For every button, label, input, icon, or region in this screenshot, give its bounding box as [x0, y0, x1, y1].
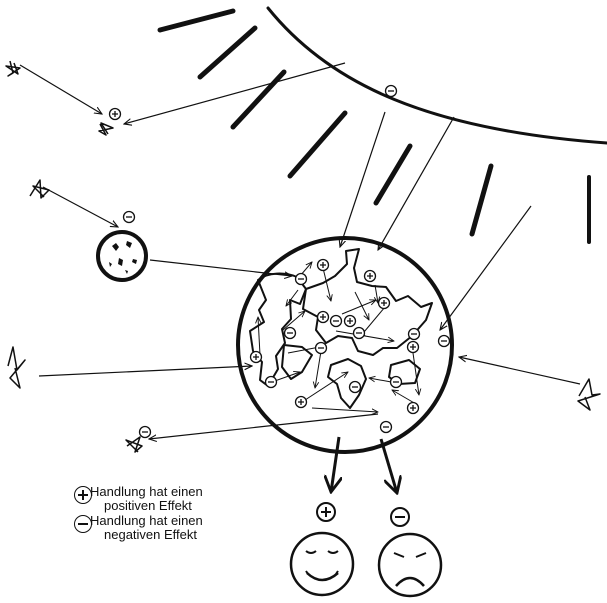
- outcome-positive: [289, 502, 355, 597]
- sun-ray: [469, 163, 494, 237]
- continent-america: [249, 272, 307, 387]
- star-icon: [29, 179, 50, 199]
- stars: [5, 60, 601, 453]
- minus-circle-icon: [390, 507, 410, 527]
- star-icon: [577, 378, 601, 411]
- plus-marker: [108, 107, 122, 121]
- influence-arrows: [19, 62, 581, 439]
- star-icon: [5, 60, 21, 77]
- earth-interactions: [258, 262, 419, 412]
- minus-marker: [264, 375, 278, 389]
- minus-marker: [294, 272, 308, 286]
- continent-europe-asia: [302, 248, 433, 356]
- minus-marker: [407, 327, 421, 341]
- star-icon: [125, 436, 143, 453]
- legend-negative-line2: negativen Effekt: [104, 527, 197, 542]
- outcome-arrows: [331, 436, 397, 493]
- plus-circle-icon: [316, 502, 336, 522]
- plus-marker: [343, 314, 357, 328]
- sun-ray: [157, 8, 236, 33]
- plus-marker: [377, 296, 391, 310]
- sun-ray: [373, 143, 413, 206]
- moon: [96, 230, 148, 282]
- plus-marker: [406, 401, 420, 415]
- plus-marker: [363, 269, 377, 283]
- plus-marker: [249, 350, 263, 364]
- happy-face-icon: [289, 531, 355, 597]
- minus-marker: [389, 375, 403, 389]
- earth: [236, 236, 454, 454]
- continent-africa: [327, 358, 367, 409]
- continent-australia: [388, 359, 421, 385]
- sad-face-icon: [377, 532, 443, 598]
- plus-marker: [294, 395, 308, 409]
- minus-marker: [379, 420, 393, 434]
- sun-ray: [230, 69, 287, 130]
- minus-marker: [283, 326, 297, 340]
- minus-marker: [329, 314, 343, 328]
- sun-ray: [287, 110, 348, 179]
- effect-markers: [108, 84, 451, 439]
- minus-marker: [314, 341, 328, 355]
- plus-marker: [316, 258, 330, 272]
- sun-ray: [197, 25, 258, 80]
- outcome-negative: [377, 507, 443, 598]
- star-icon: [7, 346, 26, 389]
- legend-positive-line2: positiven Effekt: [104, 498, 192, 513]
- continent-south: [281, 344, 313, 380]
- minus-circle-icon: [74, 515, 92, 533]
- minus-marker: [437, 334, 451, 348]
- minus-marker: [122, 210, 136, 224]
- sun-arc: [266, 6, 607, 145]
- star-icon: [98, 122, 114, 136]
- plus-marker: [406, 340, 420, 354]
- minus-marker: [384, 84, 398, 98]
- plus-circle-icon: [74, 486, 92, 504]
- legend-negative-line1: Handlung hat einen: [90, 513, 203, 528]
- plus-marker: [316, 310, 330, 324]
- sun: [157, 6, 607, 244]
- minus-marker: [352, 326, 366, 340]
- minus-marker: [348, 380, 362, 394]
- minus-marker: [138, 425, 152, 439]
- legend-positive-line1: Handlung hat einen: [90, 484, 203, 499]
